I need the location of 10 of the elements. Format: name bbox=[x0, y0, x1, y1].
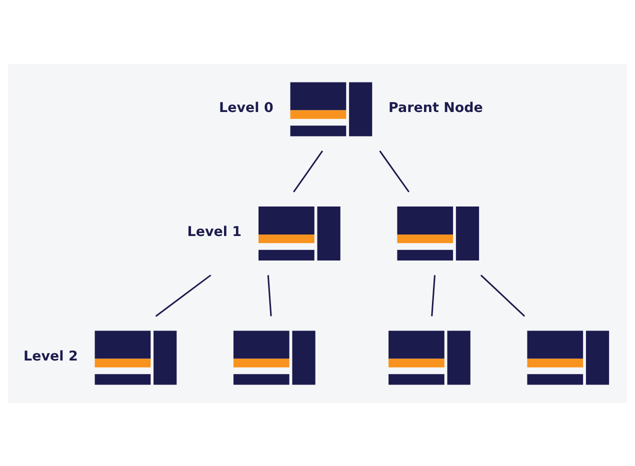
node-label: Level 0 bbox=[219, 99, 274, 116]
node-label: Level 1 bbox=[187, 224, 242, 240]
connector bbox=[267, 274, 272, 316]
connector bbox=[480, 274, 526, 316]
node-label: Level 2 bbox=[24, 348, 78, 364]
node-label: Parent Node bbox=[388, 99, 483, 116]
connector bbox=[379, 150, 410, 192]
connector bbox=[431, 274, 436, 316]
connector bbox=[293, 150, 324, 192]
connector bbox=[155, 274, 212, 316]
